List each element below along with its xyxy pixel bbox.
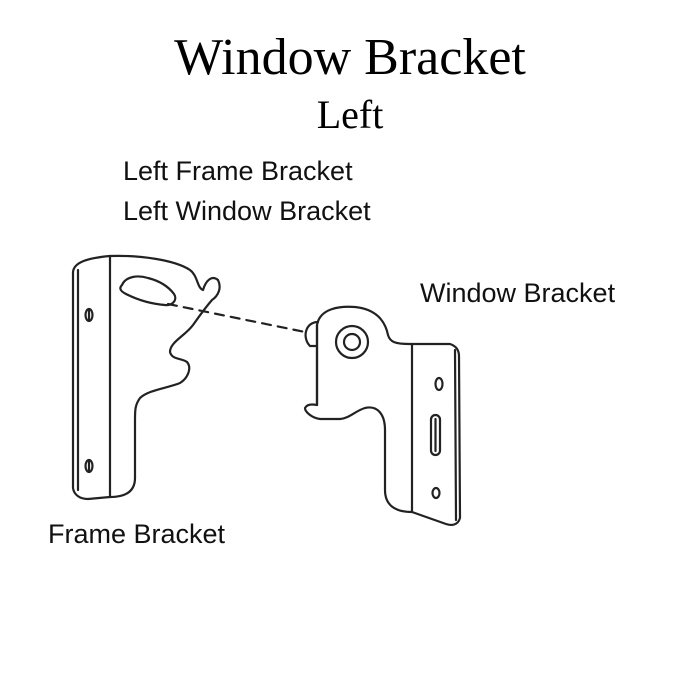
window-bracket-drawing: [303, 305, 462, 526]
label-window-bracket: Window Bracket: [420, 278, 616, 308]
label-frame-bracket: Frame Bracket: [48, 519, 226, 549]
alignment-dashed-line: [166, 302, 307, 334]
label-left-window-bracket: Left Window Bracket: [123, 196, 371, 226]
diagram-title: Window Bracket: [174, 29, 526, 86]
diagram-subtitle: Left: [316, 92, 384, 137]
label-left-frame-bracket: Left Frame Bracket: [123, 156, 353, 186]
frame-bracket-drawing: [71, 254, 221, 501]
